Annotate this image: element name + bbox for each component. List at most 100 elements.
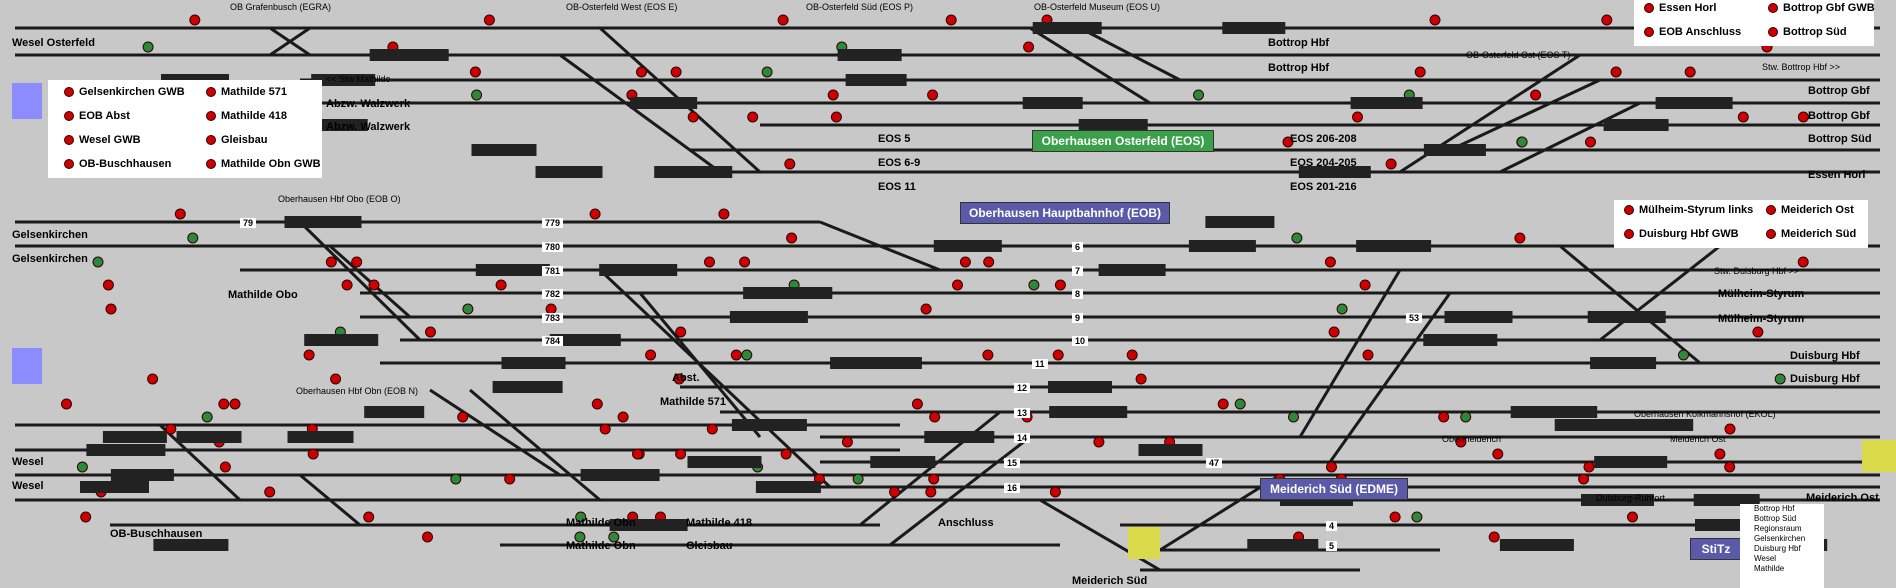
signal-icon[interactable]: [1023, 41, 1035, 53]
signal-icon[interactable]: [1514, 232, 1526, 244]
track-block[interactable]: [1522, 406, 1598, 418]
signal-icon[interactable]: [1516, 136, 1528, 148]
track-block[interactable]: [1298, 166, 1371, 178]
panel-entry[interactable]: Essen Horl: [1644, 2, 1716, 14]
signal-icon[interactable]: [483, 14, 495, 26]
track-block[interactable]: [471, 144, 537, 156]
signal-icon[interactable]: [1049, 486, 1061, 498]
track-block[interactable]: [311, 74, 376, 86]
section-marker[interactable]: [12, 348, 42, 384]
track-block[interactable]: [80, 481, 149, 493]
signal-icon[interactable]: [1352, 111, 1363, 123]
track-block[interactable]: [1620, 419, 1694, 431]
panel-entry[interactable]: EOB Abst: [64, 110, 130, 122]
panel-entry[interactable]: Duisburg Hbf GWB: [1624, 228, 1739, 240]
signal-icon[interactable]: [925, 486, 937, 498]
signal-icon[interactable]: [303, 349, 315, 361]
signal-icon[interactable]: [1052, 349, 1064, 361]
signal-icon[interactable]: [608, 531, 620, 543]
signal-icon[interactable]: [469, 66, 481, 78]
signal-icon[interactable]: [1028, 279, 1040, 291]
signal-icon[interactable]: [1385, 158, 1397, 170]
panel-entry[interactable]: OB-Buschhausen: [64, 158, 171, 170]
signal-icon[interactable]: [1797, 256, 1809, 268]
signal-icon[interactable]: [1585, 136, 1596, 148]
track-block[interactable]: [729, 311, 808, 323]
signal-icon[interactable]: [147, 373, 159, 385]
signal-icon[interactable]: [229, 398, 241, 410]
signal-icon[interactable]: [927, 89, 939, 101]
station-banner-osterfeld[interactable]: Oberhausen Osterfeld (EOS): [1032, 130, 1214, 152]
track-block[interactable]: [1138, 444, 1203, 456]
signal-icon[interactable]: [1359, 279, 1371, 291]
signal-icon[interactable]: [1460, 411, 1472, 423]
signal-icon[interactable]: [675, 448, 687, 460]
track-block[interactable]: [743, 287, 804, 299]
track-block[interactable]: [1603, 119, 1669, 131]
signal-icon[interactable]: [174, 208, 186, 220]
signal-icon[interactable]: [599, 423, 611, 435]
track-block[interactable]: [1655, 97, 1733, 109]
track-block[interactable]: [284, 216, 362, 228]
signal-icon[interactable]: [1217, 398, 1229, 410]
signal-icon[interactable]: [1610, 66, 1622, 78]
signal-icon[interactable]: [76, 461, 88, 473]
track-block[interactable]: [1350, 97, 1423, 109]
signal-icon[interactable]: [1282, 136, 1294, 148]
signal-icon[interactable]: [673, 373, 685, 385]
panel-entry[interactable]: Bottrop Süd: [1768, 26, 1847, 38]
signal-icon[interactable]: [1054, 279, 1066, 291]
track-block[interactable]: [1587, 311, 1666, 323]
signal-icon[interactable]: [1389, 511, 1401, 523]
panel-entry[interactable]: Mathilde 571: [206, 86, 287, 98]
signal-icon[interactable]: [457, 411, 469, 423]
signal-icon[interactable]: [1601, 14, 1613, 26]
signal-icon[interactable]: [574, 531, 586, 543]
signal-icon[interactable]: [105, 303, 117, 315]
signal-icon[interactable]: [102, 279, 114, 291]
signal-icon[interactable]: [575, 511, 587, 523]
signal-icon[interactable]: [1411, 511, 1423, 523]
track-block[interactable]: [1247, 539, 1319, 551]
signal-icon[interactable]: [777, 14, 789, 26]
signal-icon[interactable]: [330, 373, 342, 385]
signal-icon[interactable]: [1291, 232, 1303, 244]
track-block[interactable]: [1423, 144, 1486, 156]
signal-icon[interactable]: [786, 232, 798, 244]
signal-icon[interactable]: [1429, 14, 1441, 26]
signal-icon[interactable]: [80, 511, 92, 523]
track-block[interactable]: [1022, 97, 1083, 109]
signal-icon[interactable]: [928, 473, 940, 485]
signal-icon[interactable]: [1126, 349, 1138, 361]
track-block[interactable]: [549, 334, 621, 346]
signal-icon[interactable]: [952, 279, 963, 291]
track-block[interactable]: [1444, 311, 1513, 323]
section-marker[interactable]: [12, 83, 42, 119]
panel-entry[interactable]: Meiderich Ost: [1766, 204, 1854, 216]
signal-icon[interactable]: [218, 398, 230, 410]
panel-entry[interactable]: EOB Anschluss: [1644, 26, 1741, 38]
signal-icon[interactable]: [718, 208, 730, 220]
signal-icon[interactable]: [1288, 411, 1299, 423]
track-block[interactable]: [870, 456, 936, 468]
signal-icon[interactable]: [830, 111, 842, 123]
signal-icon[interactable]: [645, 349, 657, 361]
signal-icon[interactable]: [1488, 531, 1500, 543]
signal-icon[interactable]: [591, 398, 603, 410]
signal-icon[interactable]: [982, 349, 994, 361]
signal-icon[interactable]: [617, 411, 629, 423]
panel-entry[interactable]: Mathilde Obn GWB: [206, 158, 321, 170]
signal-icon[interactable]: [730, 349, 742, 361]
signal-icon[interactable]: [1752, 326, 1764, 338]
signal-icon[interactable]: [983, 256, 995, 268]
track-block[interactable]: [924, 431, 995, 443]
signal-icon[interactable]: [471, 89, 483, 101]
track-block[interactable]: [475, 264, 550, 276]
signal-icon[interactable]: [852, 473, 864, 485]
track-block[interactable]: [1188, 240, 1256, 252]
signal-icon[interactable]: [761, 66, 773, 78]
track-block[interactable]: [1032, 22, 1102, 34]
panel-entry[interactable]: Mülheim-Styrum links: [1624, 204, 1753, 216]
track-block[interactable]: [1356, 240, 1432, 252]
panel-entry[interactable]: Wesel GWB: [64, 134, 141, 146]
